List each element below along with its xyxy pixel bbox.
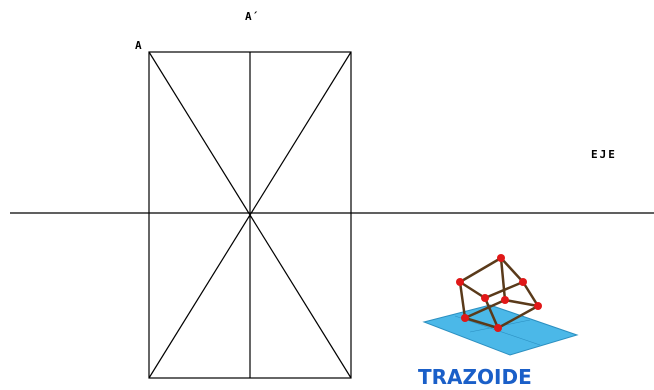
label-axis: EJE: [591, 148, 617, 161]
trazoide-logo: TRAZOIDE: [418, 254, 579, 389]
label-a-prime: A´: [245, 10, 258, 23]
logo-text: TRAZOIDE: [418, 365, 532, 389]
logo-cube: [458, 256, 540, 330]
label-a: A: [135, 39, 142, 52]
logo-nodes: [456, 254, 542, 332]
diagonal-top-right-to-bottom-left: [148, 51, 352, 379]
